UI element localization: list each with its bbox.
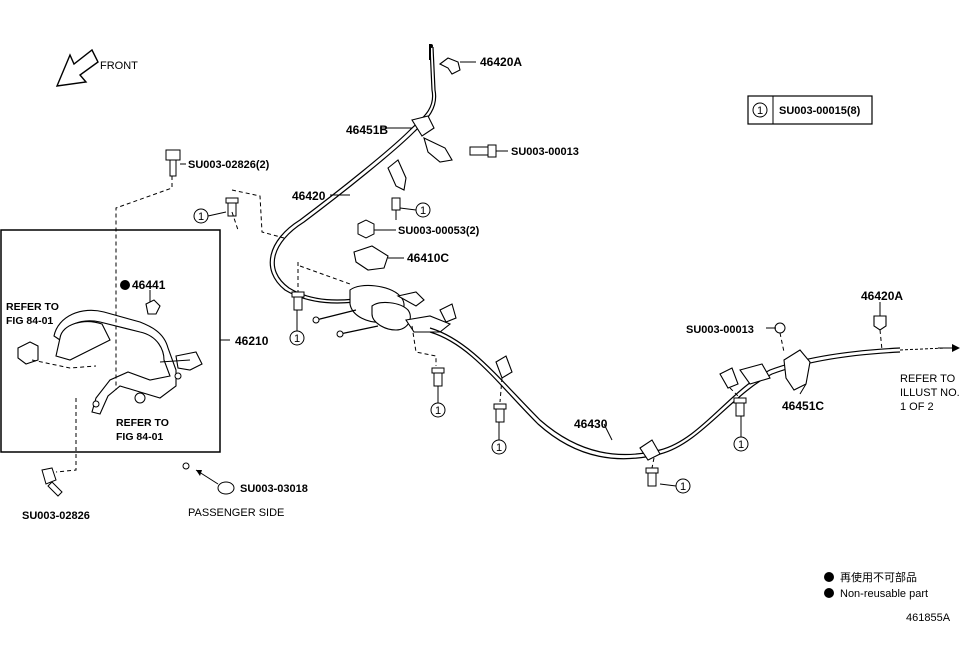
svg-text:1: 1 — [198, 211, 204, 223]
bolt-right-lower — [733, 397, 747, 417]
legend-code: SU003-00015(8) — [779, 105, 861, 117]
bracket-mid — [387, 159, 407, 220]
equalizer-assembly — [312, 284, 457, 338]
label-46451B: 46451B — [346, 123, 388, 137]
circle-marker-1c: 1 — [289, 310, 305, 346]
bolt-su003-00013-right — [774, 322, 786, 353]
clip-46451C — [739, 349, 811, 391]
label-46451C: 46451C — [782, 399, 824, 413]
cable-46430 — [429, 327, 946, 460]
bracket-46420A-top — [438, 57, 461, 75]
bolt-in-box — [134, 392, 146, 404]
circle-marker-1b: 1 — [399, 202, 431, 218]
nut-46441 — [145, 299, 161, 315]
label-refer-illust-3: 1 OF 2 — [900, 401, 934, 413]
bolt-su003-02826-top — [165, 149, 181, 177]
nut-su003-00053 — [357, 219, 375, 239]
bracket-46420A-right — [873, 315, 887, 351]
plug-su003-03018 — [182, 462, 235, 495]
label-passenger-side: PASSENGER SIDE — [188, 507, 284, 519]
label-refer-fig-b-1: REFER TO — [116, 417, 169, 429]
label-refer-fig-a-1: REFER TO — [6, 301, 59, 313]
circle-marker-1f: 1 — [659, 478, 691, 494]
svg-text:1: 1 — [435, 405, 441, 417]
bolt-left-lower — [291, 291, 305, 311]
clip-lower-3 — [719, 367, 739, 389]
footnote: 再使用不可部品 Non-reusable part — [824, 570, 928, 600]
bracket-46410C — [353, 245, 389, 271]
label-refer-illust-1: REFER TO — [900, 373, 956, 385]
circle-marker-1a: 1 — [193, 208, 227, 224]
clip-lower-2 — [639, 439, 661, 461]
label-46210: 46210 — [235, 334, 269, 348]
bolt-mid-lower — [493, 403, 507, 423]
dashed-lines — [31, 176, 741, 473]
clip-lower-1 — [495, 355, 513, 379]
arrow-right-icon — [938, 344, 960, 352]
label-su003-03018: SU003-03018 — [240, 483, 308, 495]
label-46420A-top: 46420A — [480, 55, 522, 69]
circle-marker-1d: 1 — [430, 386, 446, 418]
label-refer-fig-b-2: FIG 84-01 — [116, 431, 163, 443]
bolt-left-mid — [225, 197, 239, 217]
svg-text:1: 1 — [294, 333, 300, 345]
label-46430: 46430 — [574, 417, 608, 431]
svg-text:1: 1 — [420, 205, 426, 217]
label-su003-00013-right: SU003-00013 — [686, 324, 754, 336]
svg-text:1: 1 — [496, 442, 502, 454]
legend-box: 1 SU003-00015(8) — [747, 95, 873, 125]
legend-marker: 1 — [757, 105, 763, 117]
circle-marker-1e: 1 — [491, 422, 507, 455]
label-su003-00053-2: SU003-00053(2) — [398, 225, 480, 237]
bolt-center-lower — [431, 367, 445, 387]
label-refer-fig-a-2: FIG 84-01 — [6, 315, 53, 327]
footnote-jp: 再使用不可部品 — [840, 570, 917, 584]
svg-text:1: 1 — [738, 439, 744, 451]
label-46410C: 46410C — [407, 251, 449, 265]
bolt-bottom-center — [645, 467, 659, 487]
bolt-su003-00013-top — [469, 144, 497, 158]
svg-text:1: 1 — [680, 481, 686, 493]
circle-marker-1g: 1 — [733, 416, 749, 452]
bolt-su003-02826-bottom — [41, 467, 63, 497]
label-46420A-right: 46420A — [861, 289, 903, 303]
label-su003-02826: SU003-02826 — [22, 510, 90, 522]
label-46441: 46441 — [132, 278, 166, 292]
lever-box — [0, 229, 221, 453]
non-reusable-dot-46441 — [120, 280, 130, 290]
illustration-id: 461855A — [906, 612, 951, 624]
front-label: FRONT — [100, 60, 138, 72]
label-46420: 46420 — [292, 189, 326, 203]
switch-part — [17, 341, 39, 365]
clip-46451B — [411, 115, 453, 163]
front-arrow-icon — [55, 48, 99, 87]
parking-lever-46210 — [53, 309, 203, 415]
leader-lines — [149, 61, 881, 441]
label-refer-illust-2: ILLUST NO. — [900, 387, 960, 399]
label-su003-00013-top: SU003-00013 — [511, 146, 579, 158]
label-su003-02826-2: SU003-02826(2) — [188, 159, 270, 171]
footnote-en: Non-reusable part — [840, 588, 928, 600]
